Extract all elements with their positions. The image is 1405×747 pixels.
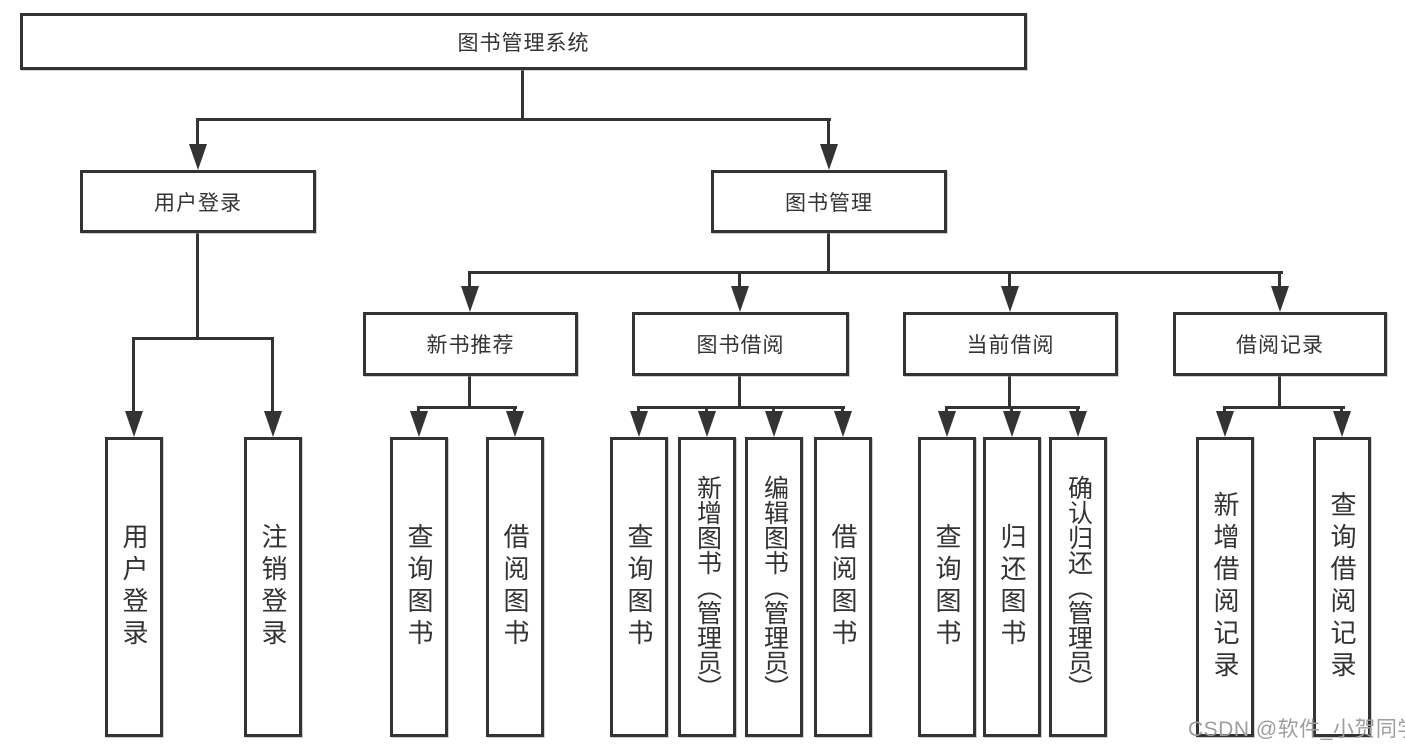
connector-line	[271, 337, 274, 413]
node-label: 图书管理系统	[457, 31, 590, 55]
node-current-borrow: 当前借阅	[903, 312, 1118, 376]
leaf-label: 查询图书	[404, 523, 434, 651]
connector-line	[1278, 376, 1281, 408]
connector-line	[132, 337, 135, 413]
leaf-label: 注销登录	[258, 523, 288, 651]
node-label: 新书推荐	[426, 334, 515, 357]
connector-line	[772, 406, 775, 415]
connector-line	[513, 406, 516, 415]
arrow-down-icon	[1003, 411, 1021, 437]
connector-line	[196, 233, 199, 339]
connector-line	[417, 406, 420, 415]
connector-line	[1278, 271, 1281, 288]
connector-line	[1008, 271, 1011, 288]
node-user-login: 用户登录	[80, 170, 316, 233]
connector-line	[196, 118, 831, 121]
connector-line	[637, 406, 845, 409]
connector-line	[1223, 406, 1345, 409]
node-label: 图书管理	[785, 191, 873, 215]
connector-line	[827, 233, 830, 274]
connector-line	[738, 271, 741, 288]
arrow-down-icon	[820, 144, 838, 170]
connector-line	[738, 376, 741, 408]
leaf-return-book: 归还图书	[983, 437, 1041, 737]
node-label: 当前借阅	[966, 334, 1055, 357]
connector-line	[827, 118, 830, 146]
leaf-logout: 注销登录	[244, 437, 302, 737]
connector-line	[1010, 406, 1013, 415]
connector-line	[705, 406, 708, 415]
node-label: 借阅记录	[1236, 334, 1324, 357]
arrow-down-icon	[1001, 286, 1019, 312]
leaf-label: 新增借阅记录	[1210, 491, 1240, 683]
leaf-user-login: 用户登录	[105, 437, 163, 737]
connector-line	[132, 337, 274, 340]
node-book-management: 图书管理	[711, 170, 947, 233]
leaf-query-book-1: 查询图书	[390, 437, 448, 737]
connector-line	[1340, 406, 1343, 415]
arrow-down-icon	[834, 411, 852, 437]
node-library-system: 图书管理系统	[20, 13, 1027, 70]
connector-line	[521, 69, 524, 121]
connector-line	[468, 376, 471, 408]
leaf-label: 查询借阅记录	[1327, 491, 1357, 683]
leaf-label: 借阅图书	[500, 523, 530, 651]
leaf-confirm-return-admin: 确认归还（管理员）	[1049, 437, 1107, 737]
arrow-down-icon	[1216, 411, 1234, 437]
arrow-down-icon	[461, 286, 479, 312]
arrow-down-icon	[506, 411, 524, 437]
leaf-add-borrow-record: 新增借阅记录	[1196, 437, 1254, 737]
leaf-query-book-2: 查询图书	[610, 437, 668, 737]
leaf-label: 查询图书	[932, 523, 962, 651]
node-borrow-records: 借阅记录	[1173, 312, 1387, 376]
connector-line	[1076, 406, 1079, 415]
arrow-down-icon	[731, 286, 749, 312]
leaf-label: 确认归还（管理员）	[1064, 474, 1093, 700]
csdn-watermark: CSDN @软件_小贺同学	[1188, 718, 1405, 741]
leaf-query-book-3: 查询图书	[918, 437, 976, 737]
connector-line	[1008, 376, 1011, 408]
connector-line	[468, 271, 1283, 274]
arrow-down-icon	[1333, 411, 1351, 437]
connector-line	[196, 118, 199, 146]
leaf-label: 用户登录	[119, 523, 149, 651]
leaf-label: 编辑图书（管理员）	[760, 474, 789, 700]
arrow-down-icon	[125, 411, 143, 437]
leaf-edit-book-admin: 编辑图书（管理员）	[745, 437, 803, 737]
node-new-book-recommend: 新书推荐	[363, 312, 578, 376]
arrow-down-icon	[938, 411, 956, 437]
arrow-down-icon	[1271, 286, 1289, 312]
node-label: 用户登录	[154, 191, 242, 215]
connector-line	[637, 406, 640, 415]
leaf-add-book-admin: 新增图书（管理员）	[678, 437, 736, 737]
arrow-down-icon	[698, 411, 716, 437]
arrow-down-icon	[1069, 411, 1087, 437]
connector-line	[468, 271, 471, 288]
leaf-label: 新增图书（管理员）	[693, 474, 722, 700]
connector-line	[945, 406, 948, 415]
arrow-down-icon	[264, 411, 282, 437]
arrow-down-icon	[189, 144, 207, 170]
arrow-down-icon	[765, 411, 783, 437]
leaf-borrow-book-2: 借阅图书	[814, 437, 872, 737]
leaf-label: 归还图书	[997, 523, 1027, 651]
arrow-down-icon	[410, 411, 428, 437]
connector-line	[841, 406, 844, 415]
leaf-query-borrow-record: 查询借阅记录	[1313, 437, 1371, 737]
connector-line	[1223, 406, 1226, 415]
node-label: 图书借阅	[696, 334, 785, 357]
leaf-label: 借阅图书	[828, 523, 858, 651]
node-book-borrow: 图书借阅	[632, 312, 849, 376]
leaf-label: 查询图书	[624, 523, 654, 651]
leaf-borrow-book-1: 借阅图书	[486, 437, 544, 737]
arrow-down-icon	[630, 411, 648, 437]
connector-line	[417, 406, 517, 409]
